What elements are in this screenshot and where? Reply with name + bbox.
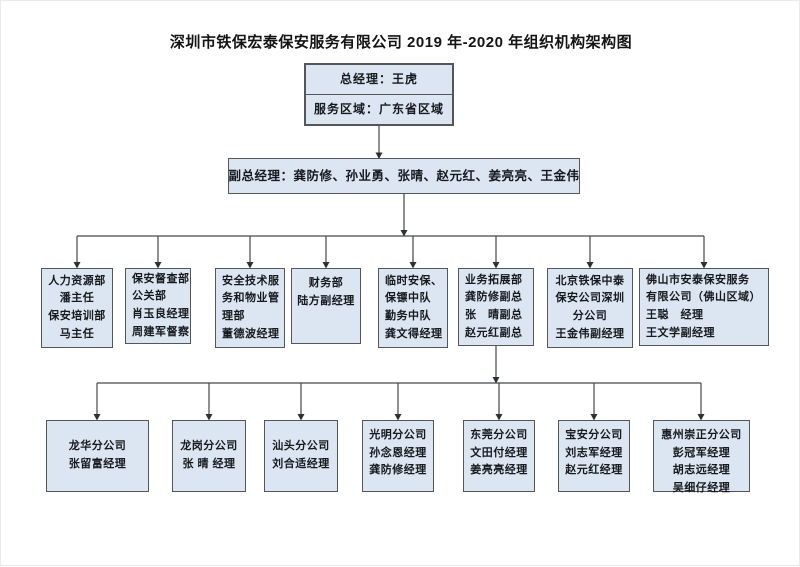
node-hr-and-training-dept: 人力资源部潘主任保安培训部马主任 xyxy=(41,268,113,348)
node-text-line: 财务部 xyxy=(308,277,344,289)
node-shantou-branch: 汕头分公司刘合适经理 xyxy=(264,420,338,492)
node-text-line: 王文学副经理 xyxy=(646,326,715,339)
node-text-line: 勤务中队 xyxy=(385,310,431,322)
node-text-line: 公关部 xyxy=(132,290,167,303)
node-text-line: 赵元红经理 xyxy=(565,464,623,477)
node-text-line: 刘志军经理 xyxy=(565,446,623,459)
arrowheads xyxy=(73,152,708,421)
node-security-supervision-dept: 保安督查部公关部肖玉良经理周建军督察 xyxy=(125,268,191,344)
node-text-line: 张 晴 经理 xyxy=(182,458,236,470)
node-text-line: 龚防修副总 xyxy=(465,291,523,304)
node-text-line: 保安督查部 xyxy=(132,272,190,285)
node-text-line: 赵元红副总 xyxy=(465,326,523,339)
node-text-line: 人力资源部 xyxy=(48,274,106,287)
node-guangming-branch: 光明分公司孙念恩经理龚防修经理 xyxy=(362,420,434,492)
node-text-line: 临时安保、 xyxy=(385,274,443,287)
node-finance-dept: 财务部陆方副经理 xyxy=(291,268,361,344)
node-text-line: 姜亮亮经理 xyxy=(470,464,528,477)
node-text-line: 分公司 xyxy=(572,310,608,322)
node-general-manager: 总经理：王虎 服务区域：广东省区域 xyxy=(304,63,454,126)
node-longhua-branch: 龙华分公司张留富经理 xyxy=(46,420,149,492)
node-text-line: 宝安分公司 xyxy=(565,429,623,441)
node-beijing-tiebao-zhongtai-shenzhen-branch: 北京铁保中泰保安公司深圳分公司王金伟副经理 xyxy=(547,268,633,348)
node-text-line: 业务拓展部 xyxy=(465,273,523,286)
node-text-line: 文田付经理 xyxy=(470,446,528,459)
node-text-line: 周建军督察 xyxy=(132,325,190,338)
node-text-line: 肖玉良经理 xyxy=(132,308,190,320)
deputy-general-managers-text: 副总经理：龚防修、孙业勇、张晴、赵元红、姜亮亮、王金伟 xyxy=(228,169,580,183)
node-text-line: 保镖中队 xyxy=(385,292,431,305)
service-region-text: 服务区域：广东省区域 xyxy=(313,101,444,116)
node-text-line: 佛山市安泰保安服务 xyxy=(646,273,750,286)
node-text-line: 龚文得经理 xyxy=(385,327,443,340)
node-text-line: 张 晴副总 xyxy=(465,309,523,321)
node-text-line: 龙岗分公司 xyxy=(180,440,238,453)
node-security-tech-property-dept: 安全技术服务和物业管理部董德波经理 xyxy=(215,268,285,348)
node-text-line: 孙念恩经理 xyxy=(369,446,427,459)
node-huizhou-chongzheng-branch: 惠州崇正分公司彭冠军经理胡志远经理吴细仔经理 xyxy=(653,420,750,494)
general-manager-line: 总经理：王虎 xyxy=(306,65,452,95)
node-text-line: 惠州崇正分公司 xyxy=(661,429,742,441)
node-foshan-antai-security-company: 佛山市安泰保安服务有限公司（佛山区域） 王聪 经理王文学副经理 xyxy=(639,268,769,346)
node-text-line: 龚防修经理 xyxy=(369,464,427,477)
node-text-line: 吴细仔经理 xyxy=(672,481,731,494)
node-text-line: 保安公司深圳 xyxy=(555,292,625,305)
node-text-line: 光明分公司 xyxy=(369,429,427,441)
node-dongguan-branch: 东莞分公司文田付经理姜亮亮经理 xyxy=(463,420,535,492)
node-baoan-branch: 宝安分公司刘志军经理赵元红经理 xyxy=(558,420,630,492)
node-text-line: 龙华分公司 xyxy=(68,440,127,453)
node-text-line: 王聪 经理 xyxy=(646,309,704,321)
node-longgang-branch: 龙岗分公司张 晴 经理 xyxy=(172,420,246,492)
node-temp-security-teams: 临时安保、保镖中队勤务中队龚文得经理 xyxy=(378,268,448,348)
node-text-line: 安全技术服务和物业管理部 xyxy=(222,274,280,322)
node-text-line: 张留富经理 xyxy=(68,458,127,470)
page-title: 深圳市铁保宏泰保安服务有限公司 2019 年-2020 年组织机构架构图 xyxy=(169,34,633,51)
node-text-line: 北京铁保中泰 xyxy=(555,274,625,287)
node-text-line: 汕头分公司 xyxy=(272,440,330,453)
node-deputy-general-managers: 副总经理：龚防修、孙业勇、张晴、赵元红、姜亮亮、王金伟 xyxy=(228,158,580,194)
node-text-line: 王金伟副经理 xyxy=(555,327,625,340)
node-text-line: 董德波经理 xyxy=(222,327,280,340)
node-text-line: 保安培训部 xyxy=(48,310,106,322)
service-region-line: 服务区域：广东省区域 xyxy=(306,95,452,124)
node-text-line: 有限公司（佛山区域） xyxy=(646,291,761,304)
node-text-line: 彭冠军经理 xyxy=(672,446,731,459)
node-text-line: 刘合适经理 xyxy=(272,458,330,470)
node-text-line: 马主任 xyxy=(59,327,95,340)
node-text-line: 潘主任 xyxy=(59,292,95,305)
node-text-line: 东莞分公司 xyxy=(470,429,528,441)
node-business-development-dept: 业务拓展部龚防修副总张 晴副总赵元红副总 xyxy=(458,268,534,346)
general-manager-text: 总经理：王虎 xyxy=(339,71,418,86)
node-text-line: 陆方副经理 xyxy=(297,294,355,307)
node-text-line: 胡志远经理 xyxy=(672,464,731,477)
